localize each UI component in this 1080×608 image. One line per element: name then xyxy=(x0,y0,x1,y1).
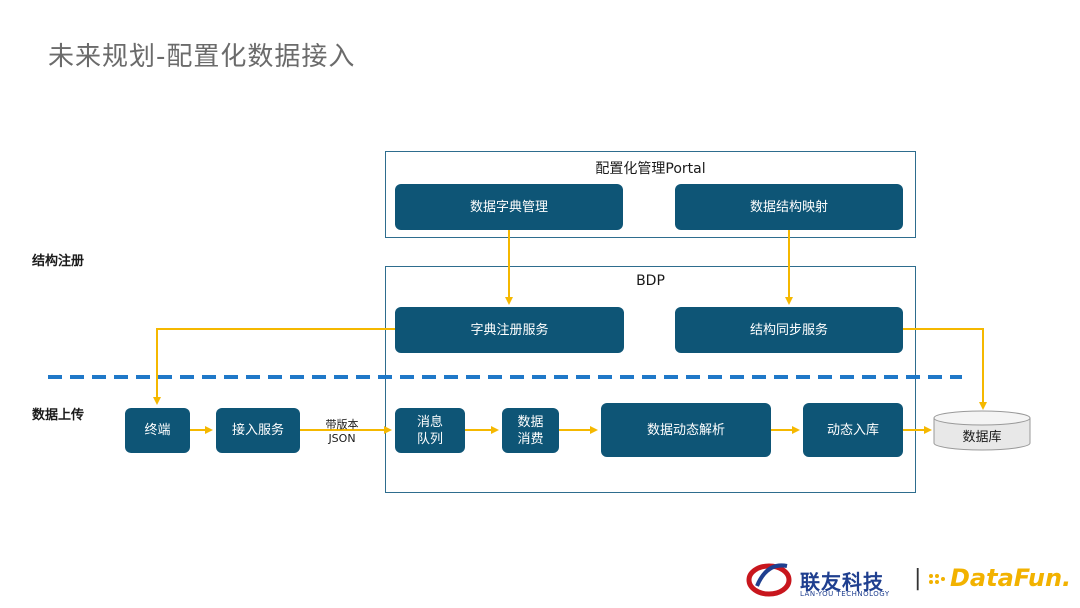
versioned-json-label: 带版本 JSON xyxy=(325,418,359,445)
struct-mapping-node[interactable]: 数据结构映射 xyxy=(675,184,903,230)
lanyou-logo-subtext: LAN-YOU TECHNOLOGY xyxy=(800,590,890,598)
dynamic-storage-node[interactable]: 动态入库 xyxy=(803,403,903,457)
lanyou-logo-text: 联友科技 xyxy=(800,570,884,594)
data-upload-label: 数据上传 xyxy=(32,408,85,423)
terminal-node[interactable]: 终端 xyxy=(125,408,190,453)
page-title: 未来规划-配置化数据接入 xyxy=(48,42,356,72)
structure-register-label: 结构注册 xyxy=(32,254,85,269)
message-queue-node[interactable]: 消息 队列 xyxy=(395,408,465,453)
data-dynamic-parse-node[interactable]: 数据动态解析 xyxy=(601,403,771,457)
dict-management-node[interactable]: 数据字典管理 xyxy=(395,184,623,230)
datafun-dots-icon xyxy=(929,574,945,584)
portal-title: 配置化管理Portal xyxy=(595,161,706,177)
lanyou-logo-icon xyxy=(746,563,792,597)
dict-register-service-node[interactable]: 字典注册服务 xyxy=(395,307,624,353)
struct-sync-service-node[interactable]: 结构同步服务 xyxy=(675,307,903,353)
arrow-dict-reg-to-terminal xyxy=(153,328,395,405)
access-service-node[interactable]: 接入服务 xyxy=(216,408,300,453)
arrow-struct-sync-to-database xyxy=(903,328,987,410)
datafun-logo-text: DataFun. xyxy=(950,564,1072,592)
database-label: 数据库 xyxy=(962,430,1002,445)
data-consume-node[interactable]: 数据 消费 xyxy=(502,408,559,453)
logo-separator: | xyxy=(914,566,922,591)
bdp-title: BDP xyxy=(636,273,665,289)
database-cylinder xyxy=(933,410,1031,451)
